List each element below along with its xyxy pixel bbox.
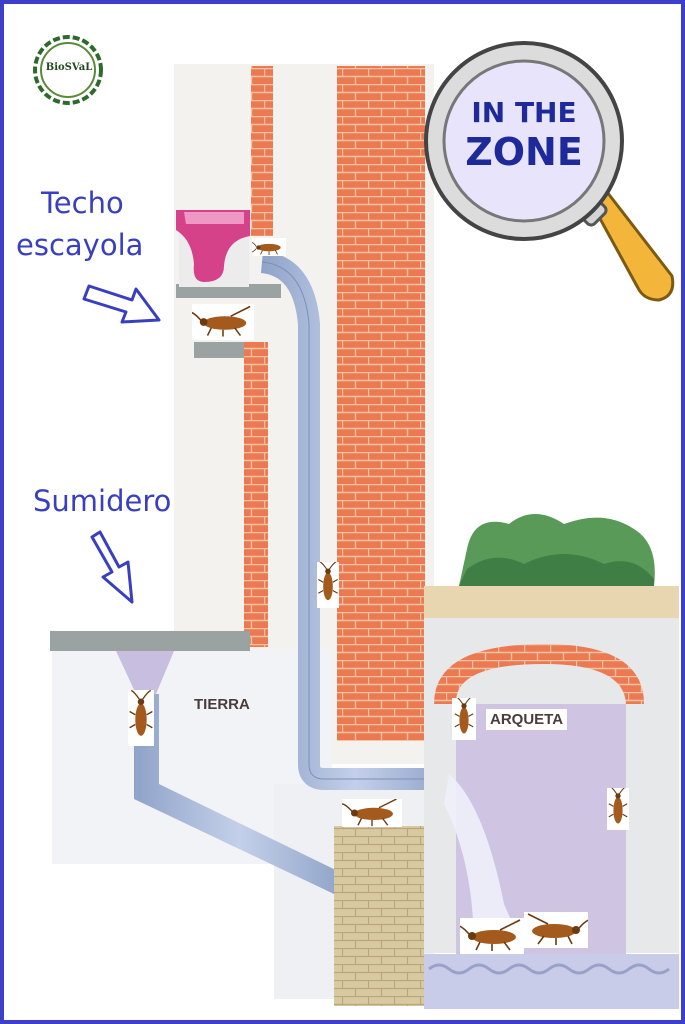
brick-chimney [337, 66, 425, 741]
water-flow [444, 774, 524, 949]
label-ceiling-line2: escayola [16, 228, 144, 262]
brick-wall-lower [244, 342, 268, 647]
cockroach-icon [252, 238, 286, 256]
label-manhole: ARQUETA [486, 709, 568, 730]
label-soil: TIERRA [194, 696, 250, 713]
cockroach-icon [317, 562, 339, 608]
badge-line2: ZONE [465, 130, 583, 174]
upper-slab [176, 284, 281, 298]
cockroach-icon [607, 788, 629, 830]
cockroach-icon [524, 912, 588, 948]
logo-text: BioSVaL [45, 62, 93, 73]
logo [33, 35, 103, 105]
gravel-bed [424, 954, 679, 1009]
badge-line1: IN THE [471, 96, 577, 129]
magnifier-icon [424, 41, 675, 302]
brick-wall-upper [251, 66, 273, 236]
drain-diagram [33, 35, 679, 1009]
drain-pipe [134, 694, 344, 894]
cockroach-icon [342, 799, 402, 827]
drain-funnel [116, 651, 174, 694]
cockroach-icon [128, 690, 154, 746]
cockroach-icon [460, 918, 524, 954]
main-pipe-edge [261, 261, 449, 780]
ground-cap [424, 586, 679, 618]
label-ceiling-line1: Techo [41, 186, 124, 220]
brick-base [334, 826, 424, 1006]
floor-slab [50, 631, 250, 651]
arrow-icon [82, 284, 161, 324]
chamber-arch [434, 644, 644, 704]
ceiling-slab [194, 342, 244, 358]
label-drain: Sumidero [33, 484, 172, 518]
cockroach-icon [192, 304, 254, 340]
arrow-icon [90, 530, 134, 604]
cockroach-icon [452, 698, 476, 740]
toilet-icon [176, 210, 250, 287]
